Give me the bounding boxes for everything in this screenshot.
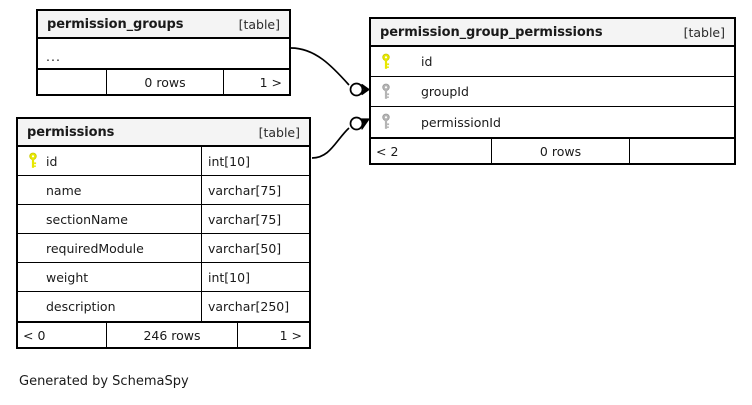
foreign-key-icon [382, 113, 390, 129]
relationship-permission-groups-to-groupid [290, 47, 370, 97]
prev-page-button[interactable]: < 2 [376, 143, 399, 159]
next-page-button[interactable] [629, 139, 734, 163]
column-name: name [46, 182, 82, 198]
column-list: ... [38, 39, 289, 68]
row-count: 246 rows [106, 323, 237, 347]
table-permissions[interactable]: permissions [table] id int[10] name varc… [16, 117, 311, 349]
cardinality-zero-marker [349, 82, 364, 97]
column-type: int[10] [201, 263, 309, 291]
table-permission-groups[interactable]: permission_groups [table] ... 0 rows 1 > [36, 9, 291, 96]
table-header: permission_group_permissions [table] [371, 19, 734, 47]
column-list: id int[10] name varchar[75] sectionName … [18, 147, 309, 321]
table-row[interactable]: ... [38, 39, 289, 68]
table-row[interactable]: sectionName varchar[75] [18, 205, 309, 234]
column-name: id [421, 54, 433, 69]
column-name: groupId [421, 84, 469, 99]
table-row[interactable]: name varchar[75] [18, 176, 309, 205]
table-row[interactable]: weight int[10] [18, 263, 309, 292]
prev-page-button[interactable]: < 0 [23, 327, 46, 343]
foreign-key-icon [382, 83, 390, 99]
column-name-cell: id [18, 147, 201, 175]
table-title: permissions [27, 124, 115, 140]
primary-key-icon [382, 53, 390, 69]
next-page-button[interactable]: 1 > [223, 70, 289, 94]
relationship-permissions-to-permissionid [311, 116, 370, 159]
table-row[interactable]: requiredModule varchar[50] [18, 234, 309, 263]
table-footer-nav: < 2 0 rows [371, 137, 734, 163]
table-type-tag: [table] [258, 124, 300, 140]
column-type: varchar[250] [201, 292, 309, 321]
table-row[interactable]: description varchar[250] [18, 292, 309, 321]
row-count: 0 rows [106, 70, 223, 94]
row-count: 0 rows [491, 139, 629, 163]
column-name: description [46, 299, 116, 314]
table-title: permission_groups [47, 16, 184, 32]
column-name: id [46, 153, 58, 169]
column-name-cell: permissionId [371, 107, 734, 137]
table-row[interactable]: id int[10] [18, 147, 309, 176]
column-name: requiredModule [46, 240, 144, 256]
column-name-cell: id [371, 47, 734, 76]
primary-key-icon [29, 152, 37, 168]
table-type-tag: [table] [238, 16, 280, 32]
crowsfoot-marker [361, 83, 370, 96]
column-name: permissionId [421, 114, 501, 130]
generated-by-caption: Generated by SchemaSpy [19, 374, 189, 389]
column-type: varchar[75] [201, 176, 309, 204]
table-footer-nav: < 0 246 rows 1 > [18, 321, 309, 347]
column-name: weight [46, 269, 89, 285]
table-title: permission_group_permissions [380, 24, 603, 40]
cardinality-zero-marker [349, 116, 364, 131]
column-type: int[10] [201, 147, 309, 175]
table-row[interactable]: id [371, 47, 734, 77]
table-header: permissions [table] [18, 119, 309, 147]
column-name-cell: groupId [371, 77, 734, 106]
column-name: ... [46, 49, 61, 64]
table-type-tag: [table] [683, 24, 725, 40]
column-type: varchar[50] [201, 234, 309, 262]
crowsfoot-marker [360, 118, 370, 130]
prev-page-button[interactable] [38, 70, 106, 94]
table-footer-nav: 0 rows 1 > [38, 68, 289, 94]
column-type: varchar[75] [201, 205, 309, 233]
column-name: sectionName [46, 211, 128, 227]
table-row[interactable]: permissionId [371, 107, 734, 137]
table-row[interactable]: groupId [371, 77, 734, 107]
table-permission-group-permissions[interactable]: permission_group_permissions [table] id [369, 17, 736, 165]
table-header: permission_groups [table] [38, 11, 289, 39]
column-list: id groupId [371, 47, 734, 137]
next-page-button[interactable]: 1 > [237, 323, 309, 347]
